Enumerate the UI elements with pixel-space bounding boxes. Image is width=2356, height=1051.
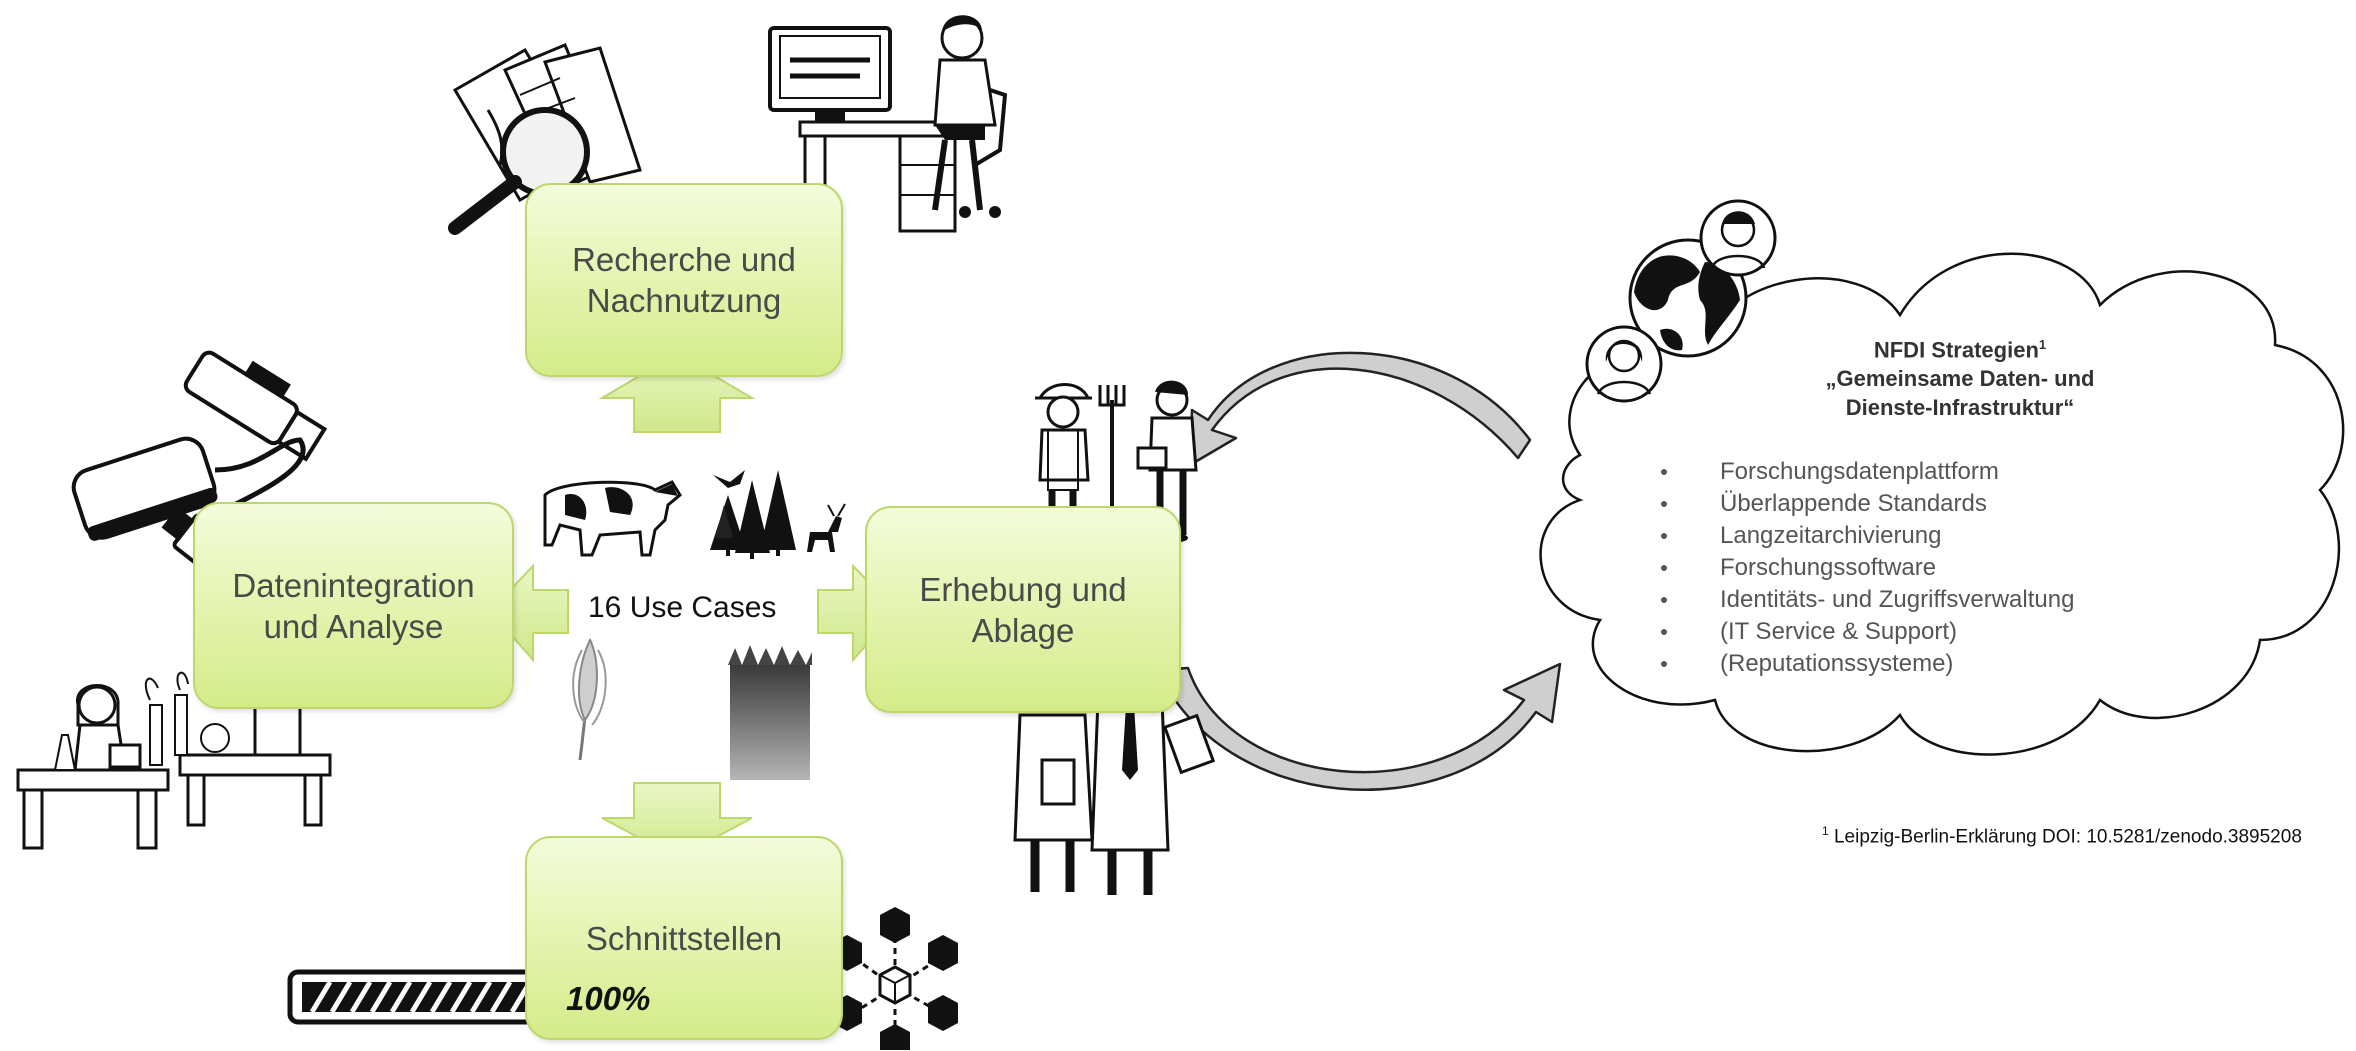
cloud-bullets — [1661, 469, 1667, 667]
center-label: 16 Use Cases — [588, 591, 777, 624]
list-item: Identitäts- und Zugriffsverwaltung — [1720, 586, 2075, 613]
box-schnittstellen: Schnittstellen — [525, 836, 843, 1040]
list-item: (IT Service & Support) — [1720, 618, 1957, 645]
list-item: Forschungsdatenplattform — [1720, 458, 1999, 485]
cloud-title-line1: NFDI Strategien1 — [1873, 337, 2047, 363]
cloud-shape — [1539, 252, 2345, 756]
forest-icon — [710, 470, 796, 559]
cycle-arrow-upper — [1188, 351, 1532, 467]
network-cubes-icon — [832, 907, 958, 1050]
box-datenintegration-label: Datenintegration und Analyse — [232, 566, 475, 645]
list-item: Langzeitarchivierung — [1720, 522, 1942, 549]
list-item: Forschungssoftware — [1720, 554, 1937, 581]
cow-icon — [543, 480, 682, 557]
avatar-woman-icon — [1585, 325, 1663, 403]
magnifier-documents-icon — [448, 43, 642, 235]
footnote-text: Leipzig-Berlin-Erklärung DOI: 10.5281/ze… — [1833, 826, 2302, 848]
computer-desk-person-icon — [768, 15, 1008, 233]
cloud-title-line3: Dienste-Infrastruktur“ — [1845, 395, 2075, 421]
cloud-bullet-list: Forschungsdatenplattform Überlappende St… — [1720, 456, 2074, 680]
box-datenintegration-analyse: Datenintegration und Analyse — [193, 502, 514, 709]
list-item: Überlappende Standards — [1720, 490, 1987, 517]
eagle-icon — [713, 470, 745, 488]
box-schnittstellen-label: Schnittstellen — [585, 919, 783, 957]
wheat-icon — [572, 637, 607, 761]
footnote: 1 Leipzig-Berlin-Erklärung DOI: 10.5281/… — [1822, 824, 2356, 848]
cloud-title: NFDI Strategien1 „Gemeinsame Daten- und … — [1795, 330, 2125, 422]
footnote-marker: 1 — [1822, 824, 1829, 838]
list-item: (Reputationssysteme) — [1720, 650, 1954, 677]
progress-label: 100% — [566, 980, 651, 1017]
box-erhebung-ablage: Erhebung und Ablage — [865, 506, 1181, 713]
cloud-title-line2: „Gemeinsame Daten- und — [1825, 366, 2095, 392]
deer-icon — [807, 503, 846, 552]
progress-bar — [287, 969, 555, 1025]
box-recherche-nachnutzung: Recherche und Nachnutzung — [525, 183, 843, 377]
avatar-scientist-top-icon — [1699, 199, 1777, 277]
cloud-title-superscript: 1 — [2038, 337, 2047, 352]
cycle-arrow-lower — [1156, 662, 1562, 791]
box-recherche-label: Recherche und Nachnutzung — [572, 241, 796, 319]
soil-profile-icon — [728, 645, 812, 780]
box-erhebung-label: Erhebung und Ablage — [919, 570, 1127, 649]
